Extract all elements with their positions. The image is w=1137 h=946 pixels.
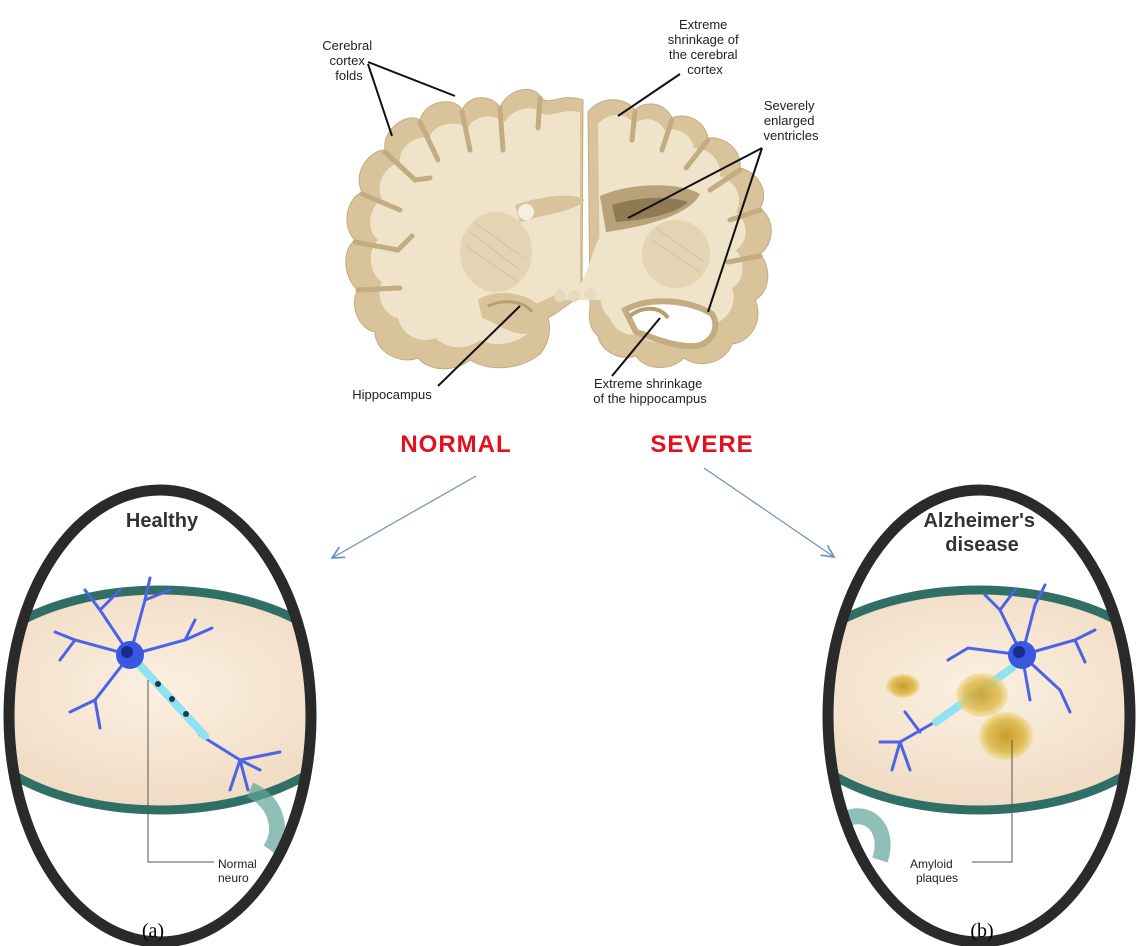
- arrow-to-healthy: [332, 476, 476, 558]
- healthy-title: Healthy: [126, 510, 199, 532]
- amyloid-plaques-label: Amyloid plaques: [910, 857, 958, 885]
- healthy-nucleus: [121, 646, 133, 658]
- panel-alzheimers: Amyloid plaques Alzheimer's disease (b): [779, 480, 1137, 946]
- brain-cross-section-panel: Cerebral cortex folds Extreme shrinkage …: [291, 0, 844, 458]
- normal-label: NORMAL: [400, 431, 511, 458]
- normal-ventricle-highlight: [518, 204, 534, 220]
- brainstem-nodules: [554, 288, 596, 302]
- caption-b: (b): [970, 920, 993, 942]
- amyloid-plaque-center: [956, 673, 1008, 717]
- caption-a: (a): [142, 920, 164, 942]
- amyloid-plaque-small: [886, 674, 920, 698]
- hippocampus-label: Hippocampus: [352, 387, 432, 402]
- severe-label: SEVERE: [650, 431, 753, 458]
- amyloid-plaque-large: [979, 712, 1033, 760]
- panel-healthy: Normal neuro Healthy (a): [0, 480, 360, 946]
- severe-thalamus: [642, 220, 710, 288]
- arrow-to-alzheimers: [704, 468, 834, 557]
- hippocampus-shrinkage-label: Extreme shrinkage of the hippocampus: [593, 376, 707, 406]
- alzheimers-nucleus: [1013, 646, 1025, 658]
- ventricles-label: Severely enlarged ventricles: [764, 98, 819, 143]
